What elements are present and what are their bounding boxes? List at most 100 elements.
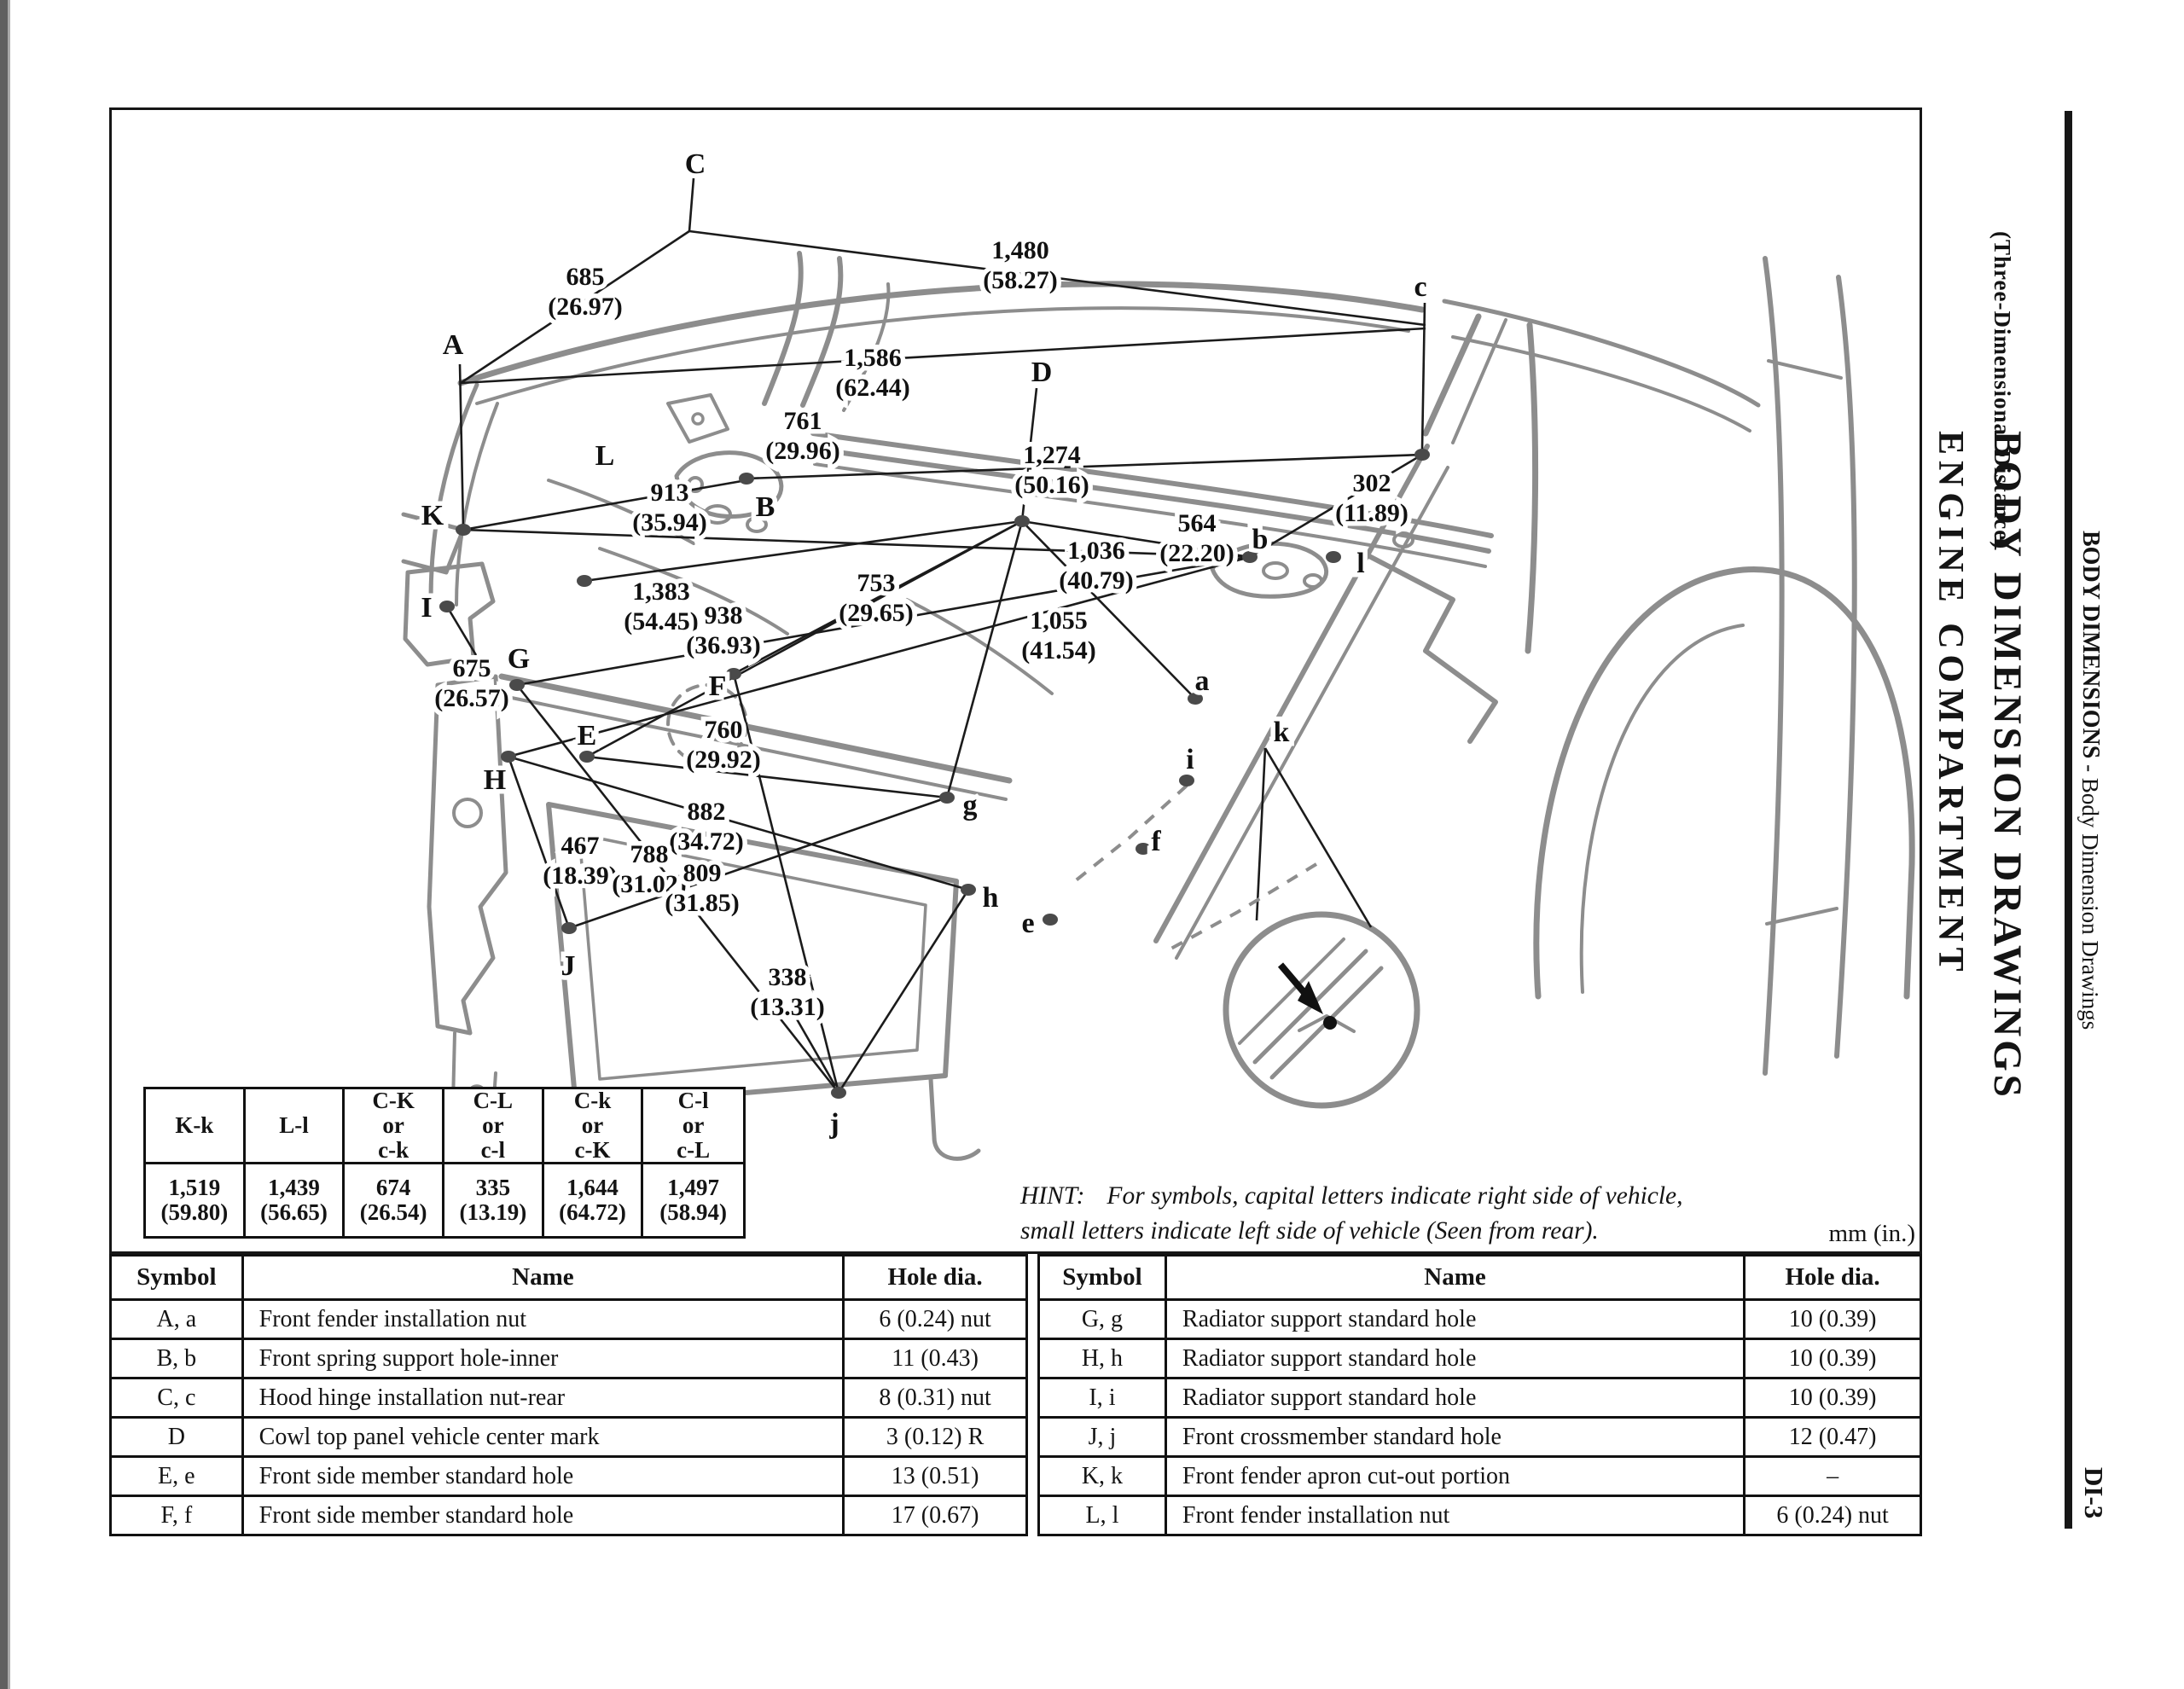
symbol-table-cell: 6 (0.24) nut xyxy=(1743,1495,1922,1536)
dimension-line xyxy=(460,327,1426,385)
point-label-f: f xyxy=(1151,826,1161,857)
measure-point-dot xyxy=(501,751,516,763)
symbol-table-cell: Front spring support hole-inner xyxy=(241,1338,845,1379)
dimension-line xyxy=(1420,302,1426,450)
point-label-K: K xyxy=(421,500,444,531)
symbol-table-cell: 8 (0.31) nut xyxy=(842,1377,1028,1419)
dimension-line xyxy=(1255,747,1267,921)
dimension-label: 685(26.97) xyxy=(548,263,622,321)
symbol-table-cell: Front side member standard hole xyxy=(241,1455,845,1497)
symbol-table-header: Name xyxy=(241,1254,845,1301)
measure-point-dot xyxy=(561,922,577,934)
measure-point-dot xyxy=(961,884,976,896)
dimension-line xyxy=(445,606,478,656)
point-label-H: H xyxy=(484,764,506,796)
point-label-j: j xyxy=(828,1108,839,1140)
hidden-edge-dashed-line xyxy=(1169,862,1318,951)
dimension-label: 938(36.93) xyxy=(686,601,760,659)
cutout-point-dot xyxy=(1323,1016,1337,1030)
symbol-table-cell: Cowl top panel vehicle center mark xyxy=(241,1416,845,1458)
dimension-line xyxy=(1021,519,1251,559)
dimension-label: 564(22.20) xyxy=(1159,509,1234,567)
symbol-table-cell: Front fender installation nut xyxy=(1164,1495,1746,1536)
symbol-table-cell: 13 (0.51) xyxy=(842,1455,1028,1497)
hint-text-1: For symbols, capital letters indicate ri… xyxy=(1107,1182,1683,1210)
dimension-line xyxy=(462,479,747,531)
symbol-table-cell: C, c xyxy=(109,1377,244,1419)
dimension-label: 1,383(54.45) xyxy=(624,578,698,636)
point-label-E: E xyxy=(578,720,597,752)
page-number: DI-3 xyxy=(2079,1467,2109,1519)
dimension-line xyxy=(568,796,948,930)
dimension-line xyxy=(515,684,840,1094)
measure-point-dot xyxy=(579,751,595,763)
car-body-art xyxy=(401,251,1915,1209)
point-label-C: C xyxy=(685,148,706,180)
distance-value-cell: 674 (26.54) xyxy=(345,1164,444,1236)
symbol-table-cell: B, b xyxy=(109,1338,244,1379)
measure-point-dot xyxy=(831,1087,846,1099)
hidden-edge-dashed-line xyxy=(1069,784,1188,886)
symbol-table-cell: – xyxy=(1743,1455,1922,1497)
point-label-J: J xyxy=(561,950,576,982)
engine-compartment-diagram: CALKBDIGFEHJjcblakigfhe685(26.97)1,480(5… xyxy=(401,144,1915,1209)
hint-line-1: HINT: For symbols, capital letters indica… xyxy=(1020,1179,1788,1214)
dimension-label: 675(26.57) xyxy=(434,654,508,712)
dimension-line xyxy=(794,1017,837,1087)
symbol-table-cell: Radiator support standard hole xyxy=(1164,1338,1746,1379)
distance-value-cell: 335 (13.19) xyxy=(444,1164,544,1236)
symbol-table-cell: H, h xyxy=(1037,1338,1167,1379)
dimension-line xyxy=(584,519,1023,583)
dimension-label: 761(29.96) xyxy=(765,407,839,465)
symbol-table-cell: 12 (0.47) xyxy=(1743,1416,1922,1458)
point-label-I: I xyxy=(421,592,432,624)
measure-point-dot xyxy=(739,473,754,485)
dimension-line xyxy=(945,520,1024,798)
dimension-line xyxy=(732,673,840,1094)
hint-block: HINT: For symbols, capital letters indica… xyxy=(1020,1179,1788,1249)
point-label-e: e xyxy=(1021,908,1034,939)
dimension-label: 788(31.02) xyxy=(612,840,686,898)
measure-point-dot xyxy=(577,575,592,587)
dimension-label: 913(35.94) xyxy=(632,479,706,537)
point-label-B: B xyxy=(756,491,775,523)
dimension-line xyxy=(516,555,1251,687)
symbol-table-cell: 3 (0.12) R xyxy=(842,1416,1028,1458)
symbol-table-cell: 10 (0.39) xyxy=(1743,1377,1922,1419)
chapter-tab-rest: - Body Dimension Drawings xyxy=(2077,758,2103,1030)
symbol-table-cell: Radiator support standard hole xyxy=(1164,1298,1746,1340)
measure-point-dot xyxy=(726,668,741,680)
hint-label: HINT: xyxy=(1020,1182,1085,1210)
scan-edge-strip-light xyxy=(8,0,10,1689)
dimension-line xyxy=(586,755,948,799)
point-label-i: i xyxy=(1186,744,1194,775)
symbol-table-cell: G, g xyxy=(1037,1298,1167,1340)
measure-point-dot xyxy=(1414,449,1430,461)
measure-point-dot xyxy=(1188,693,1203,705)
distance-header-cell: C-k or c-K xyxy=(543,1088,644,1164)
point-label-h: h xyxy=(983,882,999,914)
symbol-table-cell: 11 (0.43) xyxy=(842,1338,1028,1379)
dimension-label: 760(29.92) xyxy=(686,716,760,774)
symbol-table-cell: J, j xyxy=(1037,1416,1167,1458)
dimension-line xyxy=(1021,520,1196,699)
dimension-line xyxy=(458,363,465,529)
dimension-line xyxy=(688,229,1426,327)
dimension-label: 1,480(58.27) xyxy=(983,236,1057,294)
symbol-table-cell: 6 (0.24) nut xyxy=(842,1298,1028,1340)
distance-value-cell: 1,519 (59.80) xyxy=(146,1164,246,1236)
dimension-label: 1,036(40.79) xyxy=(1059,537,1133,595)
hint-line-2: small letters indicate left side of vehi… xyxy=(1020,1217,1599,1245)
measure-point-dot xyxy=(1326,551,1341,563)
point-label-G: G xyxy=(508,643,530,675)
